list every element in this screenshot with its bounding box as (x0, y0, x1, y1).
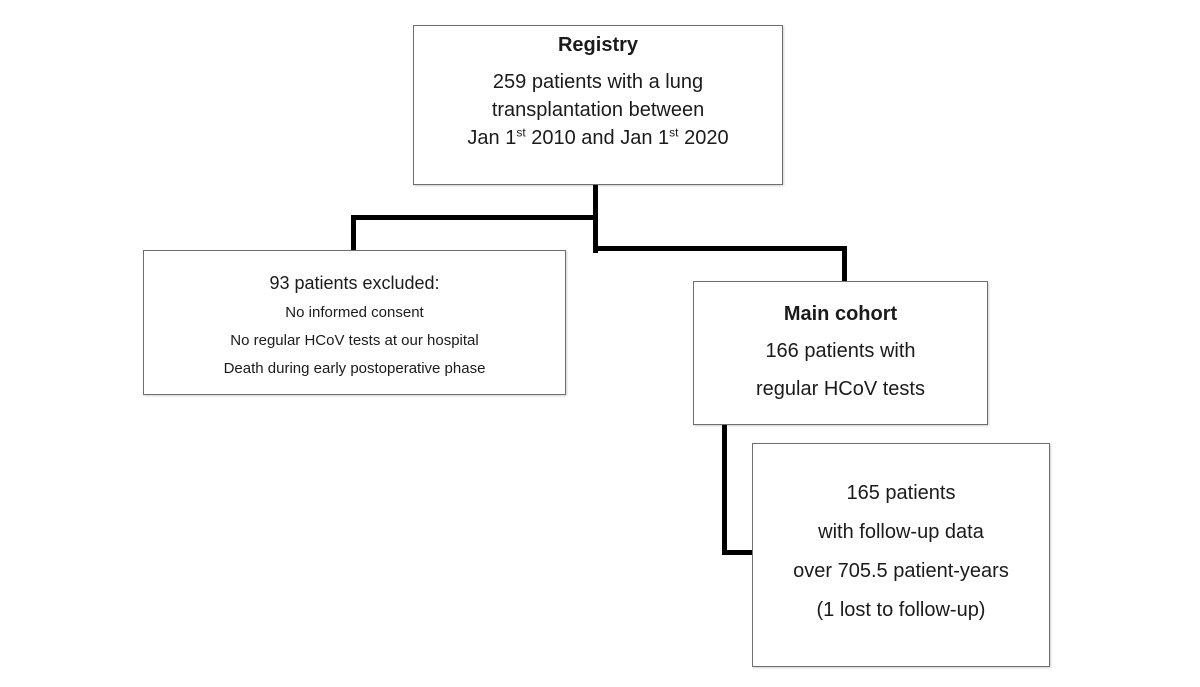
excluded-item: No informed consent (285, 304, 424, 321)
registry-line-1: 259 patients with a lung (492, 71, 704, 93)
connector-main-branch-horizontal (593, 246, 847, 251)
registry-line-2: transplantation between (491, 99, 705, 121)
follow-up-line: over 705.5 patient-years (793, 560, 1009, 582)
main-cohort-line-1: 166 patients with (765, 340, 916, 362)
connector-main-to-followup-down (722, 424, 727, 555)
connector-main-to-followup-stub (722, 550, 755, 555)
main-cohort-box: Main cohort 166 patients with regular HC… (693, 281, 988, 425)
registry-title: Registry (557, 34, 639, 56)
excluded-box: 93 patients excluded: No informed consen… (143, 250, 566, 395)
connector-excluded-branch-horizontal (351, 215, 598, 220)
ordinal-superscript: st (516, 125, 526, 140)
excluded-title: 93 patients excluded: (269, 273, 440, 293)
registry-box: Registry 259 patients with a lung transp… (413, 25, 783, 185)
follow-up-line: with follow-up data (818, 521, 984, 543)
excluded-item: Death during early postoperative phase (223, 360, 486, 377)
main-cohort-line-2: regular HCoV tests (756, 378, 925, 400)
main-cohort-title: Main cohort (783, 303, 898, 325)
registry-line-3: Jan 1st 2010 and Jan 1st 2020 (467, 125, 729, 149)
ordinal-superscript: st (669, 125, 679, 140)
connector-excluded-branch-down (351, 215, 356, 253)
follow-up-line: 165 patients (846, 482, 956, 504)
connector-main-branch-down (842, 246, 847, 284)
follow-up-box: 165 patients with follow-up data over 70… (752, 443, 1050, 667)
excluded-item: No regular HCoV tests at our hospital (230, 332, 479, 349)
follow-up-line: (1 lost to follow-up) (816, 599, 986, 621)
